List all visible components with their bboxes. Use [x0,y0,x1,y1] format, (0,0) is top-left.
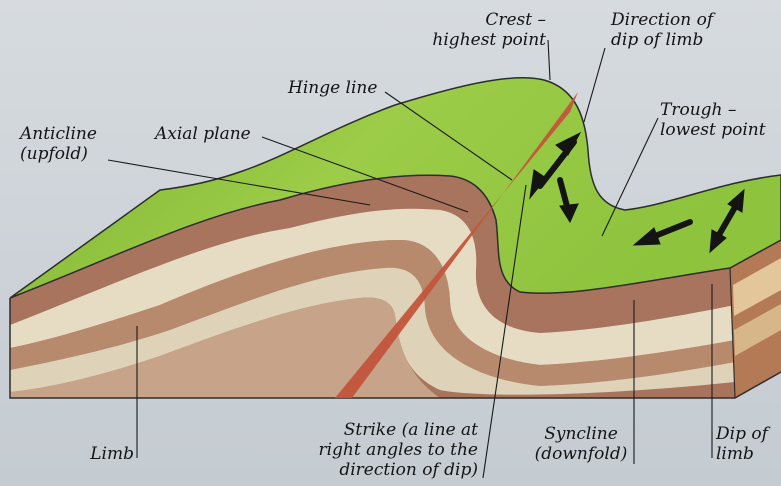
label-strike-line1: Strike (a line at [280,420,478,440]
label-direction-of-dip-line2: dip of limb [611,30,713,50]
label-syncline-line2: (downfold) [530,444,632,464]
label-anticline-line1: Anticline [20,124,97,144]
label-direction-of-dip: Direction of dip of limb [611,10,713,50]
label-crest: Crest – highest point [400,10,546,50]
label-dip-of-limb-line2: limb [716,444,768,464]
label-axial-plane: Axial plane [155,124,251,144]
label-strike: Strike (a line at right angles to the di… [280,420,478,480]
label-strike-line2: right angles to the [280,440,478,460]
label-hinge-line: Hinge line [288,78,377,98]
label-dip-of-limb-line1: Dip of [716,424,768,444]
label-limb: Limb [70,444,134,464]
label-syncline-line1: Syncline [530,424,632,444]
label-strike-line3: direction of dip) [280,460,478,480]
label-anticline: Anticline (upfold) [20,124,97,164]
label-crest-line2: highest point [400,30,546,50]
label-crest-line1: Crest – [400,10,546,30]
label-dip-of-limb: Dip of limb [716,424,768,464]
label-trough-line2: lowest point [660,120,766,140]
label-anticline-line2: (upfold) [20,144,97,164]
label-direction-of-dip-line1: Direction of [611,10,713,30]
label-trough-line1: Trough – [660,100,766,120]
label-trough: Trough – lowest point [660,100,766,140]
label-syncline: Syncline (downfold) [530,424,632,464]
